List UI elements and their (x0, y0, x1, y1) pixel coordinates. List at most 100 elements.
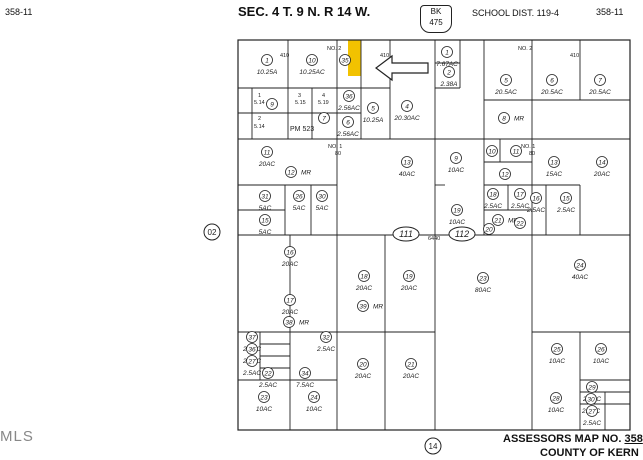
parcel-12[interactable]: 12 (499, 168, 511, 180)
parcel-number-circle (284, 246, 296, 258)
parcel-number-circle (499, 168, 511, 180)
map-title: SEC. 4 T. 9 N. R 14 W. (238, 4, 371, 19)
parcel-22[interactable]: 222.5AC (258, 367, 277, 390)
parcel-area: 2.5AC (526, 207, 545, 214)
parcel-number-circle (262, 367, 274, 379)
parcel-5[interactable]: 520.5AC (494, 74, 517, 97)
parcel-4[interactable]: 420.30AC (393, 100, 420, 123)
parcel-2[interactable]: 22.38A (440, 66, 458, 89)
parcel-number: 14 (598, 160, 606, 167)
note-519: 5.19 (318, 100, 329, 106)
parcel-34[interactable]: 347.5AC (296, 367, 314, 390)
parcel-number-circle (258, 391, 270, 403)
parcel-area: 2.5AC (242, 370, 261, 377)
parcel-number: 24 (309, 395, 318, 402)
parcel-number-circle (546, 74, 558, 86)
parcel-number-circle (405, 358, 417, 370)
parcel-area: 10.25A (363, 117, 384, 124)
parcel-area: 15AC (546, 171, 563, 178)
parcel-area: 2.5AC (316, 346, 335, 353)
parcel-17[interactable]: 172.5AC (510, 188, 529, 211)
parcel-5[interactable]: 510.25A (363, 102, 384, 125)
parcel-number-circle (261, 146, 273, 158)
parcel-6[interactable]: 620.5AC (540, 74, 563, 97)
callout-oval-112 (448, 226, 476, 242)
note-no1-b: NO. 1 (521, 144, 535, 150)
parcel-area: 7.67AC (436, 61, 458, 68)
parcel-number: 13 (403, 160, 411, 167)
parcel-16[interactable]: 16 2.5AC (526, 192, 545, 215)
parcel-area: 2.5AC (582, 420, 601, 427)
callout-111: 111 (399, 229, 413, 239)
note-514-b: 5.14 (254, 124, 265, 130)
parcel-27[interactable]: 272.5AC (582, 405, 601, 428)
county-label: COUNTY OF KERN (540, 447, 639, 459)
parcel-number: 22 (263, 371, 272, 378)
parcel-18[interactable]: 182.5AC (483, 188, 502, 211)
parcel-1[interactable]: 110.25A (257, 54, 278, 77)
parcel-15[interactable]: 152.5AC (556, 192, 575, 215)
parcel-number: 16 (532, 196, 540, 203)
parcel-32[interactable]: 322.5AC (316, 331, 335, 354)
parcel-27[interactable]: 272.5AC (242, 355, 261, 378)
parcel-number-circle (339, 54, 351, 66)
road-circle-bottom (424, 437, 442, 455)
parcel-number-circle (283, 316, 295, 328)
note-515: 5.15 (295, 100, 306, 106)
parcel-22[interactable]: 22 (514, 217, 526, 229)
parcel-number-circle (357, 300, 369, 312)
parcel-7[interactable]: 7 (318, 112, 330, 124)
parcel-number: 8 (502, 116, 506, 123)
parcel-24[interactable]: 24 10AC (306, 391, 323, 414)
parcel-area: 10.25A (257, 69, 278, 76)
parcel-11[interactable]: 11 (510, 145, 522, 157)
parcel-number: 30 (587, 397, 595, 404)
parcel-35[interactable]: 35 (339, 54, 351, 66)
parcel-area: 10AC (549, 358, 566, 365)
parcel-6[interactable]: 62.56AC (336, 116, 359, 139)
parcel-area: 10AC (306, 406, 323, 413)
parcel-36[interactable]: 362.56AC (337, 90, 360, 113)
parcel-number-circle (574, 259, 586, 271)
parcel-number: 7 (322, 116, 326, 123)
parcel-number: 10 (308, 58, 316, 65)
parcel-number-circle (500, 74, 512, 86)
parcel-number-circle (401, 156, 413, 168)
parcel-1[interactable]: 17.67AC (436, 46, 458, 69)
parcel-20[interactable]: 20 (483, 223, 495, 235)
parcel-9[interactable]: 9 (266, 98, 278, 110)
note-6440: 6440 (428, 236, 440, 242)
parcel-10[interactable]: 10 (486, 145, 498, 157)
assessor-map-label: ASSESSORS MAP NO. 358 (503, 433, 643, 445)
parcel-7[interactable]: 720.5AC (588, 74, 611, 97)
parcel-number-circle (299, 367, 311, 379)
